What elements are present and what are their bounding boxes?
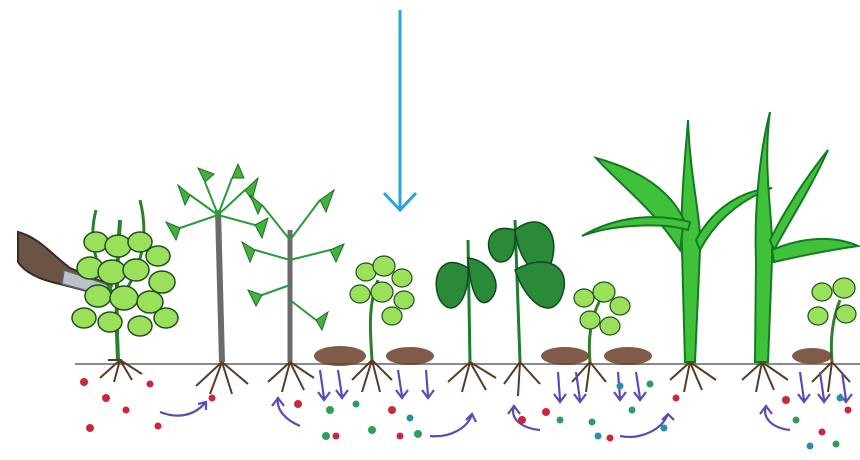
broad-leaf-plant — [436, 220, 564, 396]
vine-plant — [72, 200, 178, 382]
small-shrub — [314, 256, 434, 392]
soil-particles — [80, 378, 852, 450]
edge-shrub — [792, 278, 856, 392]
down-arrow — [384, 10, 416, 210]
